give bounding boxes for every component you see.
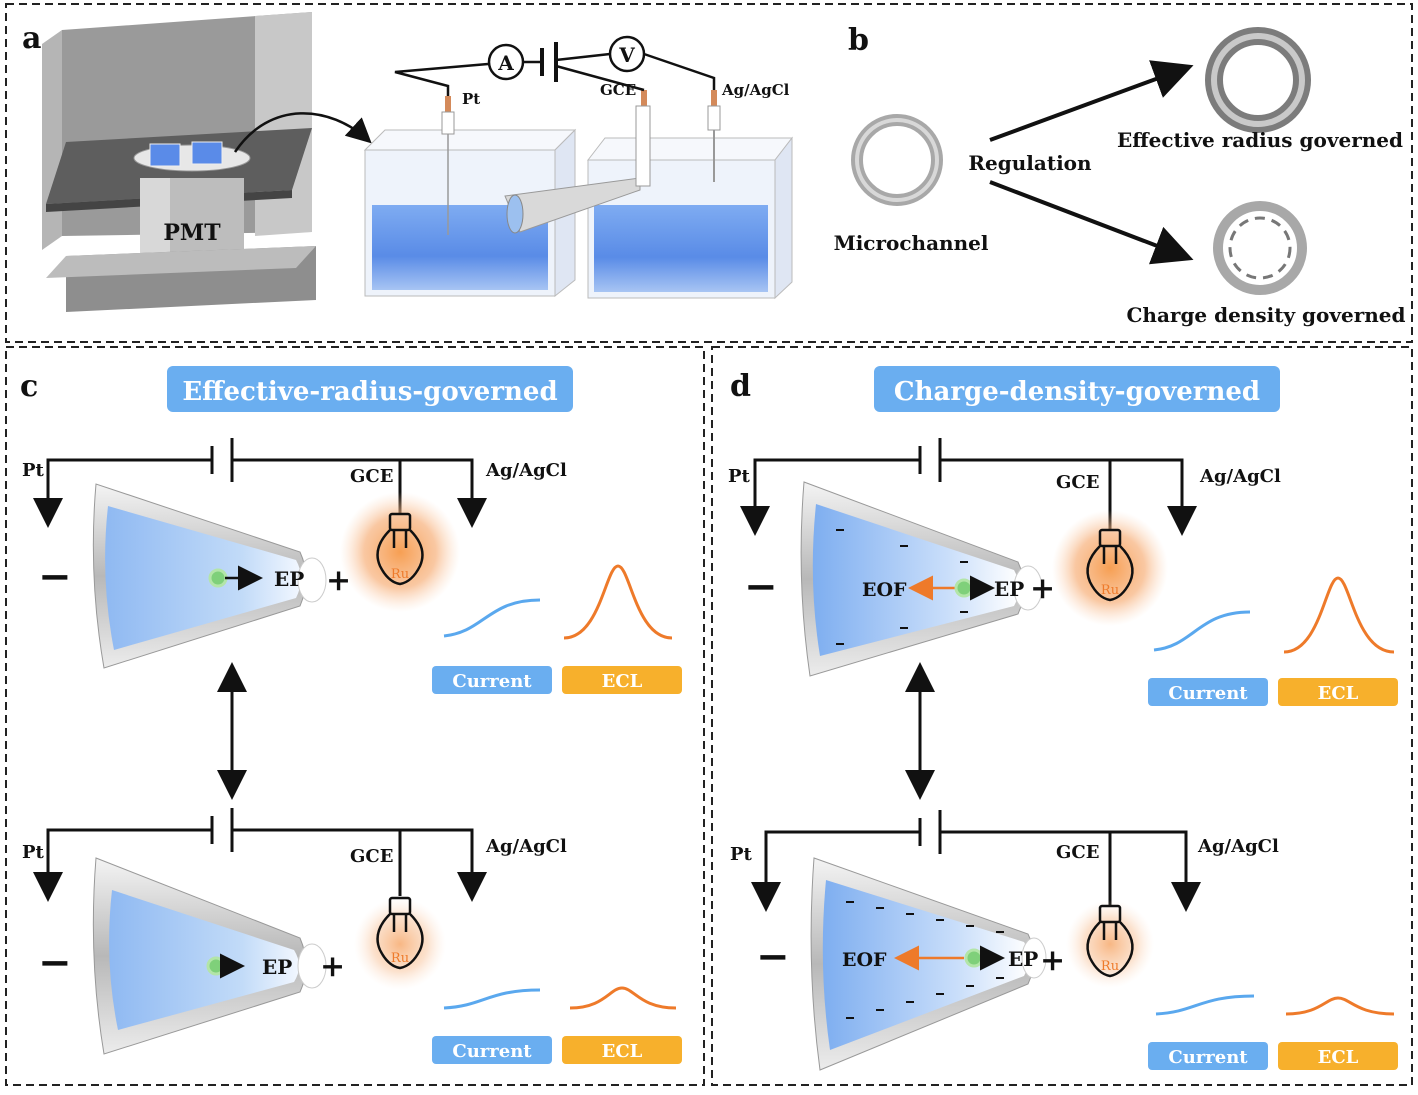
c-top-pt: Pt bbox=[22, 460, 45, 481]
panel-d-title-pill bbox=[874, 366, 1280, 412]
d-bottom-surface-charges bbox=[846, 901, 1004, 1019]
d-bottom-current-curve bbox=[1155, 994, 1255, 1016]
ref-electrode bbox=[711, 90, 717, 108]
d-bottom-anion bbox=[964, 948, 984, 968]
panel-a-b-border bbox=[5, 3, 1413, 343]
regulation-arrow-down bbox=[989, 180, 1194, 265]
c-bottom-ru: Ru bbox=[391, 951, 409, 966]
c-top-ecl-label: ECL bbox=[602, 671, 643, 692]
c-top-current-curve bbox=[443, 598, 541, 638]
d-top-current-label: Current bbox=[1168, 683, 1248, 704]
c-top-gce: GCE bbox=[350, 466, 393, 487]
c-top-ru: Ru bbox=[391, 567, 409, 582]
c-bottom-current-curve bbox=[443, 988, 541, 1010]
c-bottom-gce: GCE bbox=[350, 846, 393, 867]
zoom-arrow bbox=[233, 112, 372, 153]
c-bottom-minus: − bbox=[38, 939, 72, 986]
c-bottom-bulb-icon bbox=[376, 896, 424, 970]
charge-density-label: Charge density governed bbox=[1126, 303, 1405, 327]
panel-d-letter: d bbox=[730, 369, 751, 404]
c-top-bulb-icon bbox=[376, 512, 424, 586]
c-top-anion bbox=[208, 568, 228, 588]
gce-electrode bbox=[641, 90, 647, 108]
c-bottom-plus: + bbox=[320, 949, 345, 984]
c-top-ep: EP bbox=[274, 567, 304, 591]
panel-a-letter: a bbox=[22, 21, 41, 56]
d-top-ru: Ru bbox=[1101, 583, 1119, 598]
d-bottom-ref: Ag/AgCl bbox=[1197, 836, 1279, 857]
panel-d-top: Pt GCE Ag/AgCl − + EOF EP Ru bbox=[728, 438, 1398, 706]
pmt-instrument: PMT bbox=[42, 12, 372, 312]
regulation-label: Regulation bbox=[968, 151, 1092, 175]
electrochemical-cell: A V Pt GCE Ag/AgCl bbox=[363, 35, 794, 300]
d-bottom-plus: + bbox=[1040, 943, 1065, 978]
d-bottom-bulb-icon bbox=[1086, 904, 1134, 978]
c-bottom-tip bbox=[297, 943, 327, 989]
microchannel-label: Microchannel bbox=[834, 231, 989, 255]
d-top-ep: EP bbox=[994, 577, 1024, 601]
d-bottom-pt: Pt bbox=[730, 844, 753, 865]
panel-d-border bbox=[711, 346, 1413, 1086]
label-gce-a: GCE bbox=[600, 81, 636, 99]
panel-b-letter: b bbox=[848, 23, 869, 58]
effective-radius-label: Effective radius governed bbox=[1117, 128, 1403, 152]
c-top-minus: − bbox=[38, 553, 72, 600]
c-top-current-label: Current bbox=[452, 671, 532, 692]
d-bottom-tip bbox=[1021, 937, 1047, 979]
panel-c-title-pill bbox=[167, 366, 573, 412]
voltmeter-label: V bbox=[618, 43, 635, 67]
c-top-ecl-curve bbox=[563, 564, 673, 640]
panel-d-bottom: Pt GCE Ag/AgCl − + EOF EP bbox=[730, 810, 1398, 1071]
panel-d-title: Charge-density-governed bbox=[894, 377, 1260, 407]
d-top-plus: + bbox=[1030, 571, 1055, 606]
panel-c-letter: c bbox=[20, 369, 38, 404]
label-pt-a: Pt bbox=[462, 90, 480, 108]
c-bottom-current-label: Current bbox=[452, 1041, 532, 1062]
d-top-ecl-label: ECL bbox=[1318, 683, 1359, 704]
panel-c-bottom: Pt GCE Ag/AgCl − + EP Ru Current ECL bbox=[22, 808, 682, 1064]
c-bottom-ep: EP bbox=[262, 955, 292, 979]
d-top-minus: − bbox=[744, 563, 778, 610]
d-top-bulb-icon bbox=[1086, 528, 1134, 602]
label-ref-a: Ag/AgCl bbox=[721, 81, 790, 99]
d-top-surface-charges bbox=[836, 529, 968, 645]
d-top-tip bbox=[1013, 565, 1043, 611]
d-top-eof: EOF bbox=[862, 579, 907, 601]
d-top-ref: Ag/AgCl bbox=[1199, 466, 1281, 487]
d-top-anion bbox=[954, 578, 974, 598]
d-bottom-ep: EP bbox=[1008, 947, 1038, 971]
panel-b: b Microchannel Regulation Effective radi… bbox=[834, 23, 1406, 327]
d-bottom-gce: GCE bbox=[1056, 842, 1099, 863]
d-bottom-ecl-curve bbox=[1285, 996, 1395, 1016]
charge-density-ring bbox=[1213, 201, 1307, 295]
c-bottom-ecl-curve bbox=[569, 986, 677, 1010]
ammeter-label: A bbox=[497, 51, 514, 75]
c-top-tip bbox=[297, 557, 327, 603]
d-bottom-current-label: Current bbox=[1168, 1047, 1248, 1068]
pt-electrode bbox=[445, 96, 451, 114]
panel-a: a PMT bbox=[22, 12, 794, 312]
panel-c-title: Effective-radius-governed bbox=[182, 377, 557, 407]
c-bottom-pt: Pt bbox=[22, 842, 45, 863]
d-bottom-minus: − bbox=[756, 933, 790, 980]
d-top-ecl-curve bbox=[1283, 576, 1395, 654]
d-bottom-ru: Ru bbox=[1101, 959, 1119, 974]
panel-c-border bbox=[5, 346, 705, 1086]
d-top-pt: Pt bbox=[728, 466, 751, 487]
d-bottom-eof: EOF bbox=[842, 949, 887, 971]
d-top-gce: GCE bbox=[1056, 472, 1099, 493]
c-bottom-ref: Ag/AgCl bbox=[485, 836, 567, 857]
pmt-label: PMT bbox=[163, 220, 221, 246]
c-bottom-anion bbox=[206, 956, 226, 976]
regulation-arrow-up bbox=[989, 60, 1194, 142]
c-top-ref: Ag/AgCl bbox=[485, 460, 567, 481]
panel-c-top: Pt GCE Ag/AgCl − + EP Ru Curre bbox=[22, 438, 682, 694]
d-top-current-curve bbox=[1153, 610, 1251, 652]
d-bottom-ecl-label: ECL bbox=[1318, 1047, 1359, 1068]
c-bottom-ecl-label: ECL bbox=[602, 1041, 643, 1062]
panel-d: d Charge-density-governed Pt GCE Ag/AgCl… bbox=[728, 366, 1398, 1071]
panel-c: c Effective-radius-governed Pt GCE Ag/Ag… bbox=[20, 366, 682, 1064]
